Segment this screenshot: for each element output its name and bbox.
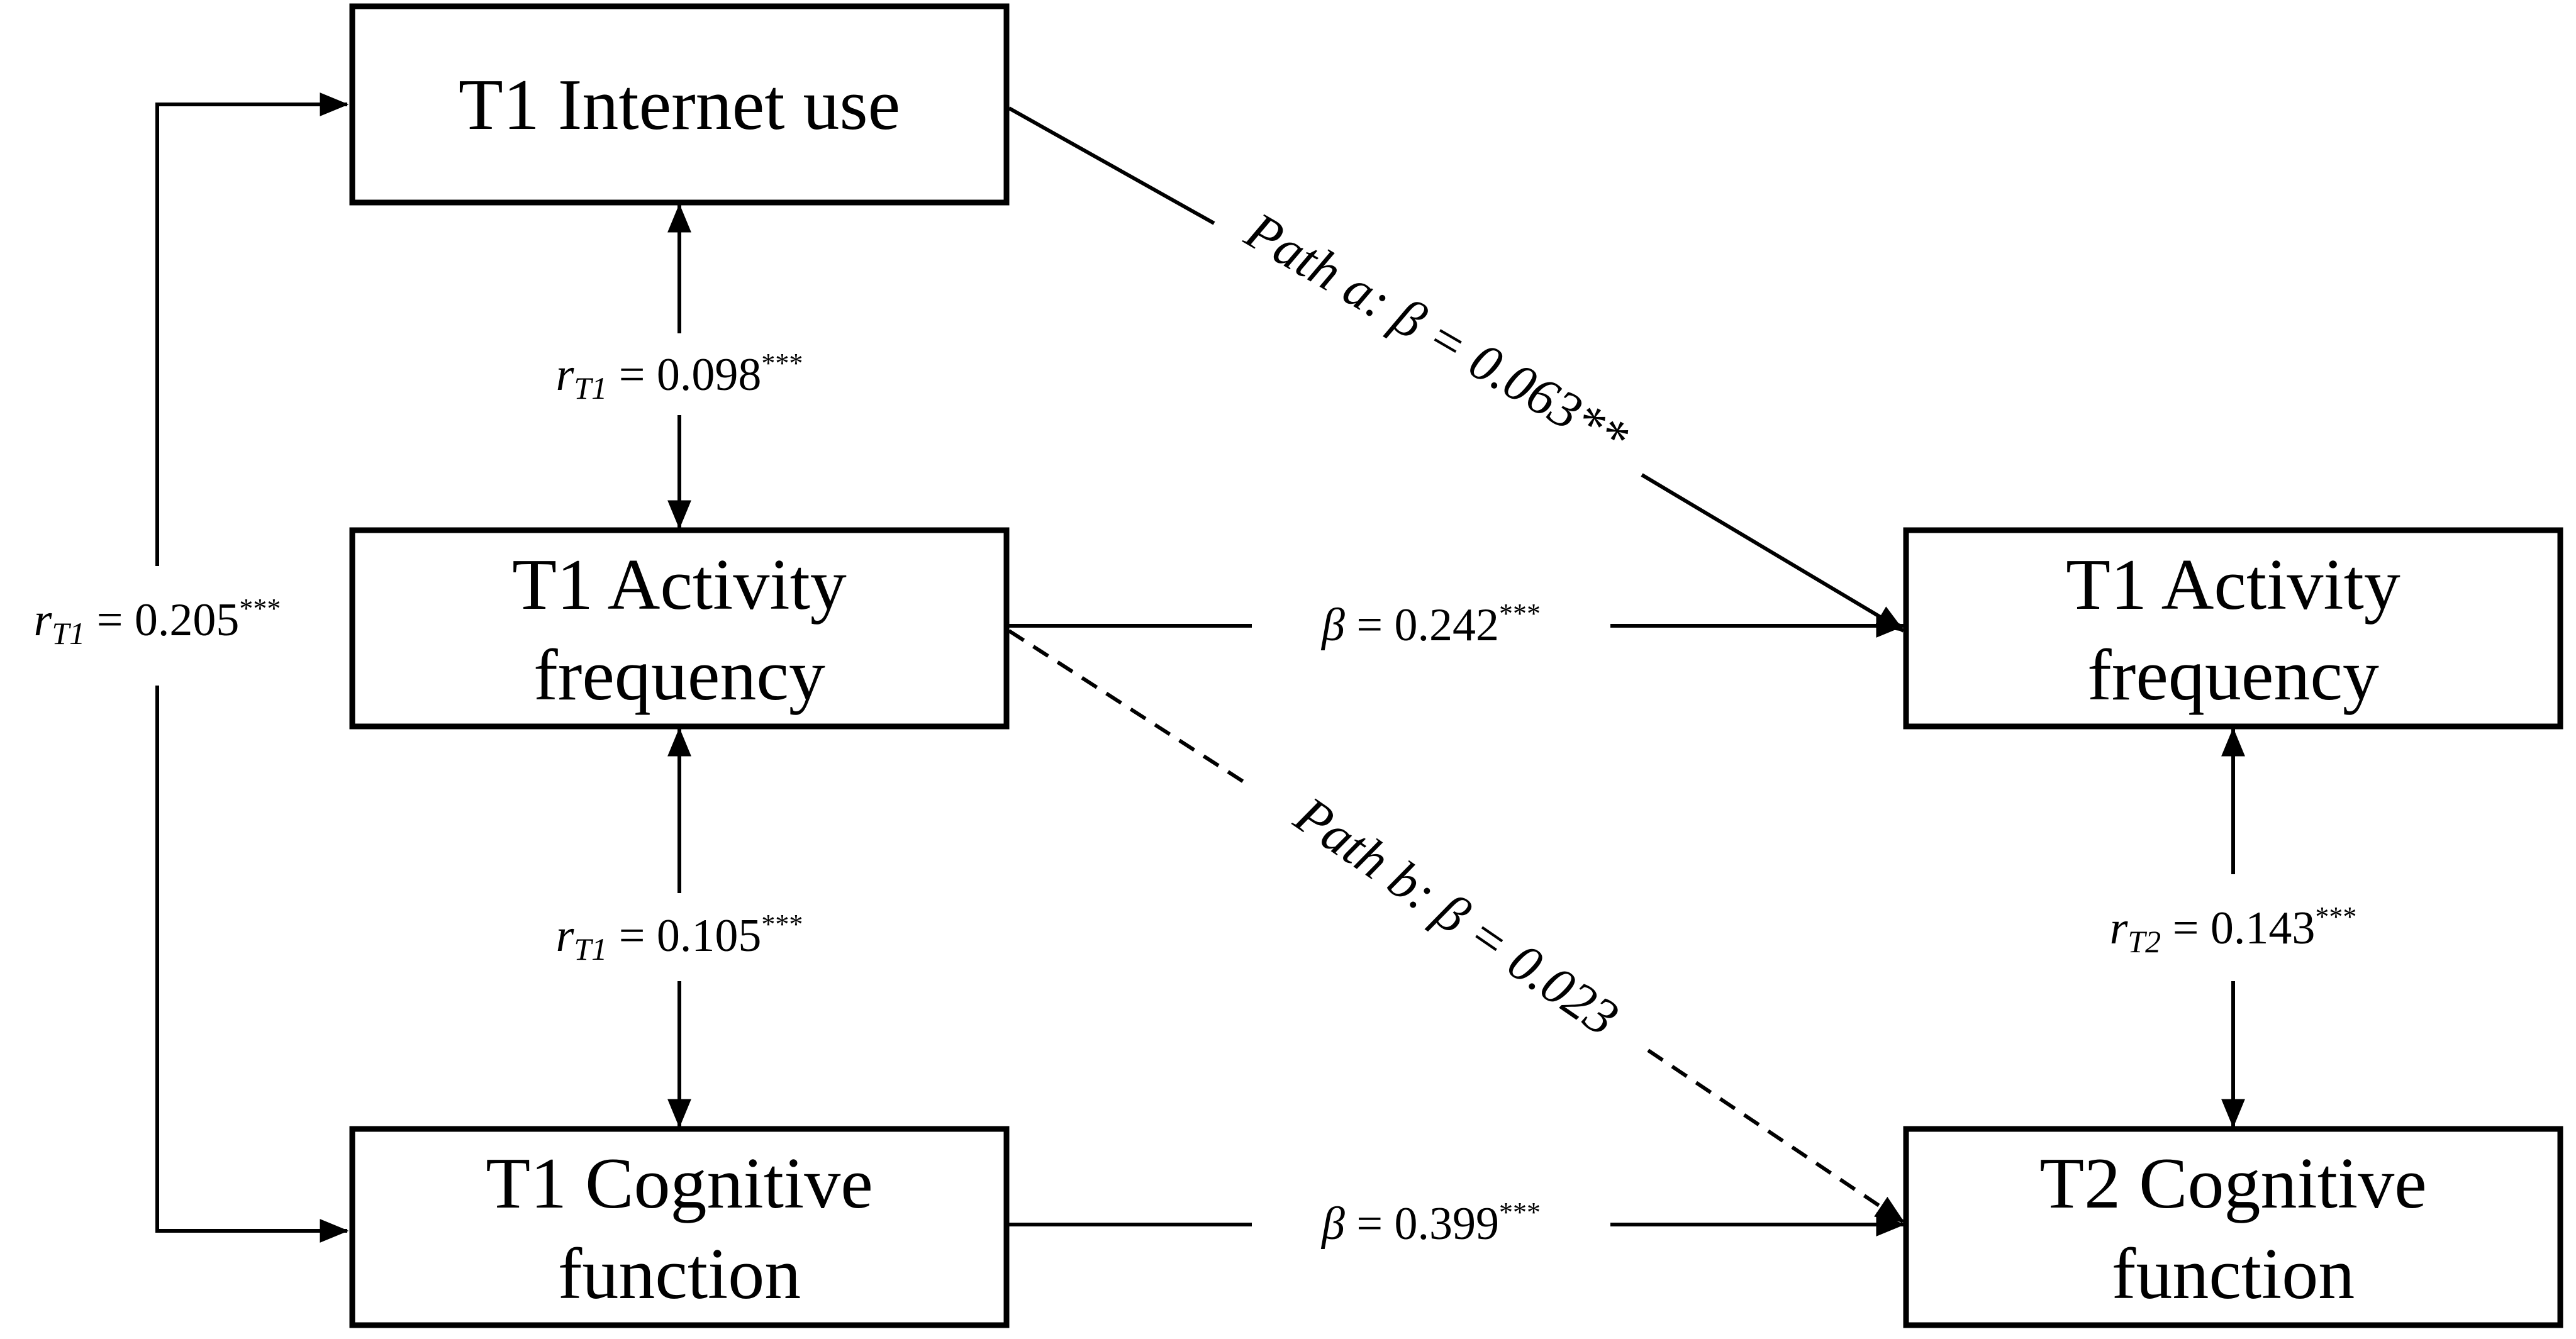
node-label-line-2: frequency xyxy=(533,635,825,716)
node-label-line-2: frequency xyxy=(2087,635,2379,716)
edge-label: Path a: β = 0.063** xyxy=(1235,201,1637,468)
edge-path-b: Path b: β = 0.023 xyxy=(1008,629,1905,1224)
node-label-line-2: function xyxy=(558,1234,801,1314)
edge-label: rT2 = 0.143*** xyxy=(2110,901,2357,959)
node-label-line-1: T1 Activity xyxy=(512,545,847,625)
node-label-line-1: T2 Cognitive xyxy=(2039,1143,2426,1224)
edge-label: Path b: β = 0.023 xyxy=(1284,785,1629,1047)
node-label-line-1: T1 Cognitive xyxy=(486,1143,873,1224)
node-t2-cognitive-function: T2 Cognitive function xyxy=(1903,1126,2563,1328)
edge-r-activity-cognitive: rT1 = 0.105*** xyxy=(556,727,803,1128)
edge-label: rT1 = 0.098*** xyxy=(556,348,803,406)
edge-path-a: Path a: β = 0.063** xyxy=(1008,106,1905,633)
edge-r-internet-cognitive: rT1 = 0.205*** xyxy=(34,92,349,1243)
edge-label: β = 0.242*** xyxy=(1320,598,1541,651)
edge-beta-activity: β = 0.242*** xyxy=(1009,598,1905,651)
node-label: T1 Internet use xyxy=(459,65,900,145)
edge-r-internet-activity: rT1 = 0.098*** xyxy=(556,203,803,530)
edge-beta-cognitive: β = 0.399*** xyxy=(1009,1197,1905,1250)
node-t1-cognitive-function: T1 Cognitive function xyxy=(349,1126,1010,1328)
edge-label: rT1 = 0.105*** xyxy=(556,909,803,967)
node-t1-activity-frequency: T1 Activity frequency xyxy=(349,527,1010,730)
node-t1-internet-use: T1 Internet use xyxy=(349,3,1010,206)
edge-label: rT1 = 0.205*** xyxy=(34,593,281,651)
node-label-line-2: function xyxy=(2112,1234,2355,1314)
node-outcome-activity-frequency: T1 Activity frequency xyxy=(1903,527,2563,730)
edge-r-t2: rT2 = 0.143*** xyxy=(2110,727,2357,1128)
node-label-line-1: T1 Activity xyxy=(2066,545,2400,625)
edge-label: β = 0.399*** xyxy=(1320,1197,1541,1250)
